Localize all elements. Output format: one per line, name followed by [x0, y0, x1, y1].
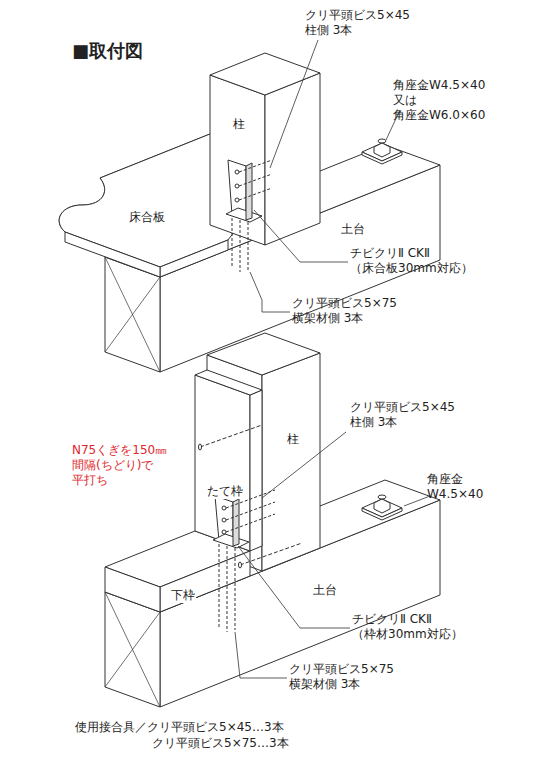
screw-callout: クリ平頭ビス5×75 横架材側 3本: [292, 296, 417, 326]
drawing-stroke: [222, 506, 226, 510]
drawing-stroke: [362, 143, 402, 161]
part-name: 柱: [286, 432, 300, 447]
drawing-stroke: [226, 502, 275, 520]
drawing-stroke: [105, 277, 160, 352]
figure-title: ■取付図: [72, 40, 143, 62]
drawing-stroke: [246, 163, 252, 220]
screw-callout: クリ平頭ビス5×45 柱側 3本: [305, 8, 415, 38]
screw-callout: クリ平頭ビス5×45 柱側 3本: [350, 400, 460, 430]
drawing-stroke: [248, 222, 249, 270]
drawing-stroke: [226, 208, 262, 222]
drawing-stroke: [254, 210, 348, 262]
leader-lines: [235, 40, 430, 678]
drawing-stroke: [235, 184, 239, 188]
part-name: 柱: [232, 117, 246, 132]
washer-bottom: [362, 495, 402, 520]
drawing-stroke: [160, 551, 250, 612]
part-name: 下枠: [170, 588, 196, 603]
drawing-stroke: [210, 53, 320, 95]
drawing-stroke: [239, 160, 272, 172]
part-name: たて枠: [206, 484, 244, 499]
drawing-stroke: [227, 546, 228, 632]
drawing-stroke: [233, 499, 239, 546]
drawing-stroke: [213, 534, 249, 548]
drawing-stroke: [239, 562, 242, 568]
washer-callout: 角座金W4.5×40 又は 角座金W6.0×60: [393, 78, 503, 123]
drawing-stroke: [404, 496, 430, 506]
drawing-stroke: [235, 548, 236, 630]
drawing-stroke: [105, 567, 160, 612]
drawing-stroke: [232, 218, 233, 268]
drawing-stroke: [240, 543, 302, 565]
drawing-stroke: [239, 188, 272, 200]
drawing-stroke: [378, 139, 386, 143]
washer-callout: 角座金 W4.5×40: [427, 472, 507, 502]
drawing-stroke: [240, 220, 241, 272]
drawing-stroke: [200, 425, 262, 447]
drawing-stroke: [374, 143, 390, 157]
part-name: 土台: [312, 583, 338, 598]
nails: [200, 425, 302, 565]
fastener-list: クリ平頭ビス5×75…3本: [152, 736, 289, 751]
part-name: 床合板: [128, 210, 166, 225]
washer-top: [362, 139, 402, 164]
screw-callout: クリ平頭ビス5×75 横架材側 3本: [289, 662, 414, 692]
drawing-stroke: [226, 514, 275, 532]
drawing-stroke: [219, 544, 220, 628]
screws-beam-top: [232, 218, 248, 272]
drawing-stroke: [222, 518, 226, 522]
post-top: [210, 53, 320, 245]
stud: [195, 370, 262, 551]
part-name: 土台: [340, 222, 366, 237]
drawing-stroke: [160, 240, 228, 277]
drawing-stroke: [262, 432, 346, 498]
drawing-stroke: [374, 499, 390, 513]
drawing-stroke: [199, 444, 202, 450]
drawing-stroke: [65, 232, 160, 277]
nail-note: N75くぎを150㎜ 間隔(ちどり)で 平打ち: [72, 443, 184, 488]
drawing-stroke: [195, 370, 262, 395]
drawing-stroke: [238, 546, 350, 628]
screws-beam-bottom: [219, 544, 235, 632]
drawing-stroke: [362, 499, 402, 517]
drawing-stroke: [262, 353, 320, 571]
drawing-stroke: [195, 375, 250, 551]
drawing-stroke: [270, 40, 318, 168]
drawing-stroke: [105, 612, 160, 687]
drawing-stroke: [250, 390, 262, 551]
bottom-plate: [105, 531, 250, 612]
drawing-stroke: [250, 272, 290, 312]
bracket-callout: チビクリⅡ CKⅡ （床合板30mm対応）: [350, 246, 485, 276]
fastener-list: 使用接合具／クリ平頭ビス5×45…3本: [75, 720, 284, 735]
drawing-stroke: [235, 632, 287, 678]
drawing-stroke: [235, 170, 239, 174]
drawing-stroke: [235, 198, 239, 202]
drawing-stroke: [207, 333, 320, 375]
drawing-stroke: [210, 75, 265, 245]
bracket-callout: チビクリⅡ CKⅡ （枠材30mm対応）: [352, 612, 487, 642]
bracket-bottom: [213, 496, 249, 548]
screws-post-top: [239, 160, 272, 200]
drawing-stroke: [222, 530, 226, 534]
drawing-stroke: [378, 495, 386, 499]
drawing-stroke: [239, 174, 272, 186]
